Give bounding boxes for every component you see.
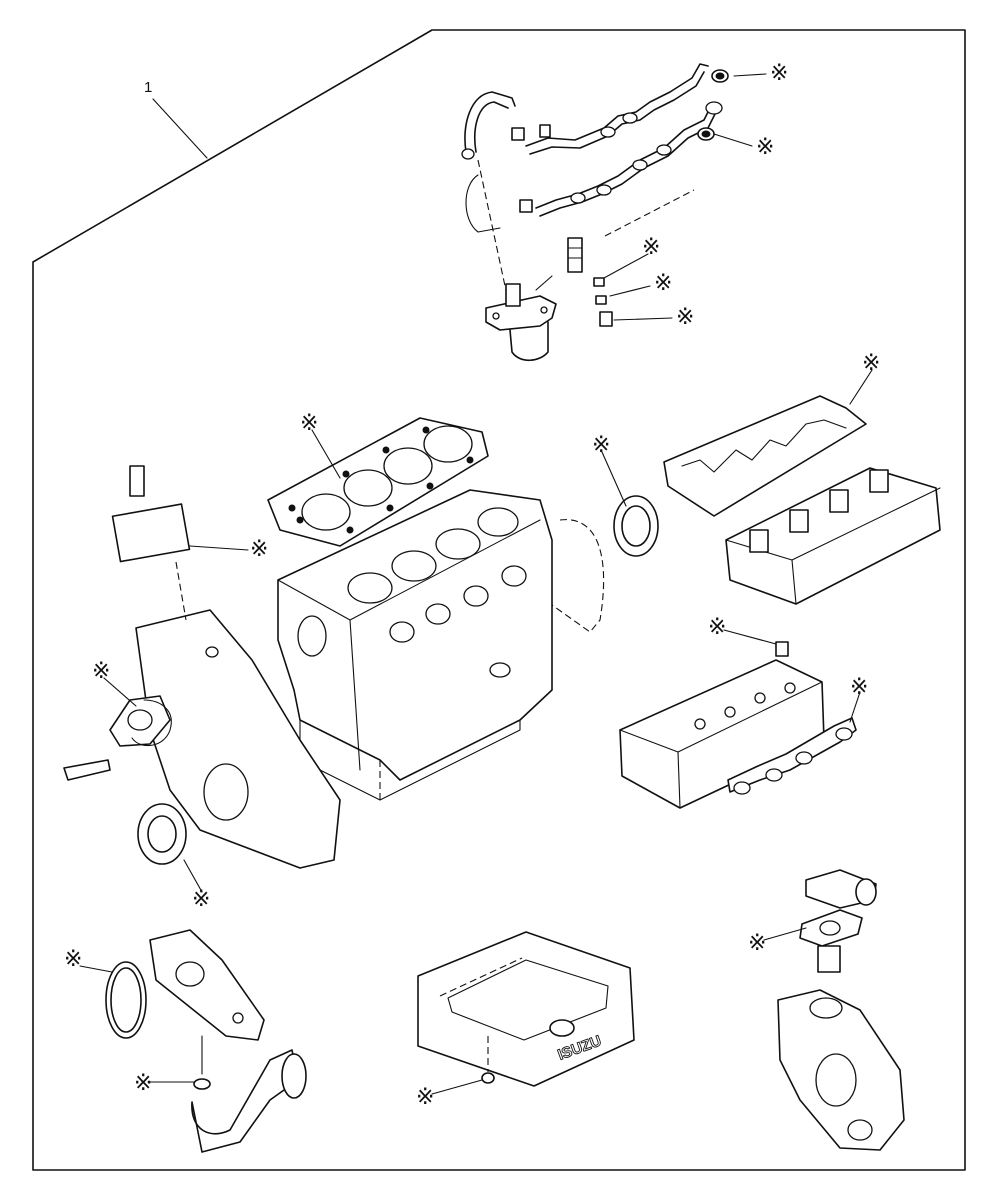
injection-pipes bbox=[461, 63, 723, 217]
callout-number: 1 bbox=[144, 79, 152, 96]
marker: ※ bbox=[92, 659, 110, 684]
marker: ※ bbox=[756, 135, 774, 160]
marker: ※ bbox=[300, 411, 318, 436]
cylinder-block bbox=[277, 489, 553, 801]
oil-pan: ISUZU bbox=[417, 931, 635, 1087]
manifold-gasket bbox=[727, 717, 857, 795]
kit-outline bbox=[32, 29, 966, 1171]
marker: ※ bbox=[770, 61, 788, 86]
replacement-markers: ※ ※ ※ ※ ※ ※ ※ ※ ※ ※ ※ ※ ※ ※ ※ ※ ※ ※ bbox=[64, 61, 880, 1110]
rear-oil-seal bbox=[551, 495, 659, 633]
injection-pump bbox=[465, 159, 557, 362]
cylinder-head bbox=[725, 467, 941, 605]
marker: ※ bbox=[64, 947, 82, 972]
marker: ※ bbox=[654, 271, 672, 296]
marker: ※ bbox=[192, 887, 210, 912]
marker: ※ bbox=[862, 351, 880, 376]
injector-nozzle bbox=[567, 69, 729, 327]
marker: ※ bbox=[676, 305, 694, 330]
head-cover-gasket bbox=[663, 395, 867, 517]
marker: ※ bbox=[134, 1071, 152, 1096]
marker: ※ bbox=[748, 931, 766, 956]
callout-leader bbox=[152, 98, 208, 159]
marker: ※ bbox=[592, 433, 610, 458]
marker: ※ bbox=[642, 235, 660, 260]
rocker-cover bbox=[619, 641, 825, 809]
timing-gear-case bbox=[63, 465, 341, 869]
water-pump-thermostat bbox=[777, 869, 905, 1151]
marker-leaders bbox=[79, 73, 873, 1095]
marker: ※ bbox=[850, 675, 868, 700]
marker: ※ bbox=[250, 537, 268, 562]
marker: ※ bbox=[416, 1085, 434, 1110]
oil-pump-bracket bbox=[105, 929, 307, 1153]
marker: ※ bbox=[708, 615, 726, 640]
cylinder-head-gasket bbox=[267, 417, 489, 547]
